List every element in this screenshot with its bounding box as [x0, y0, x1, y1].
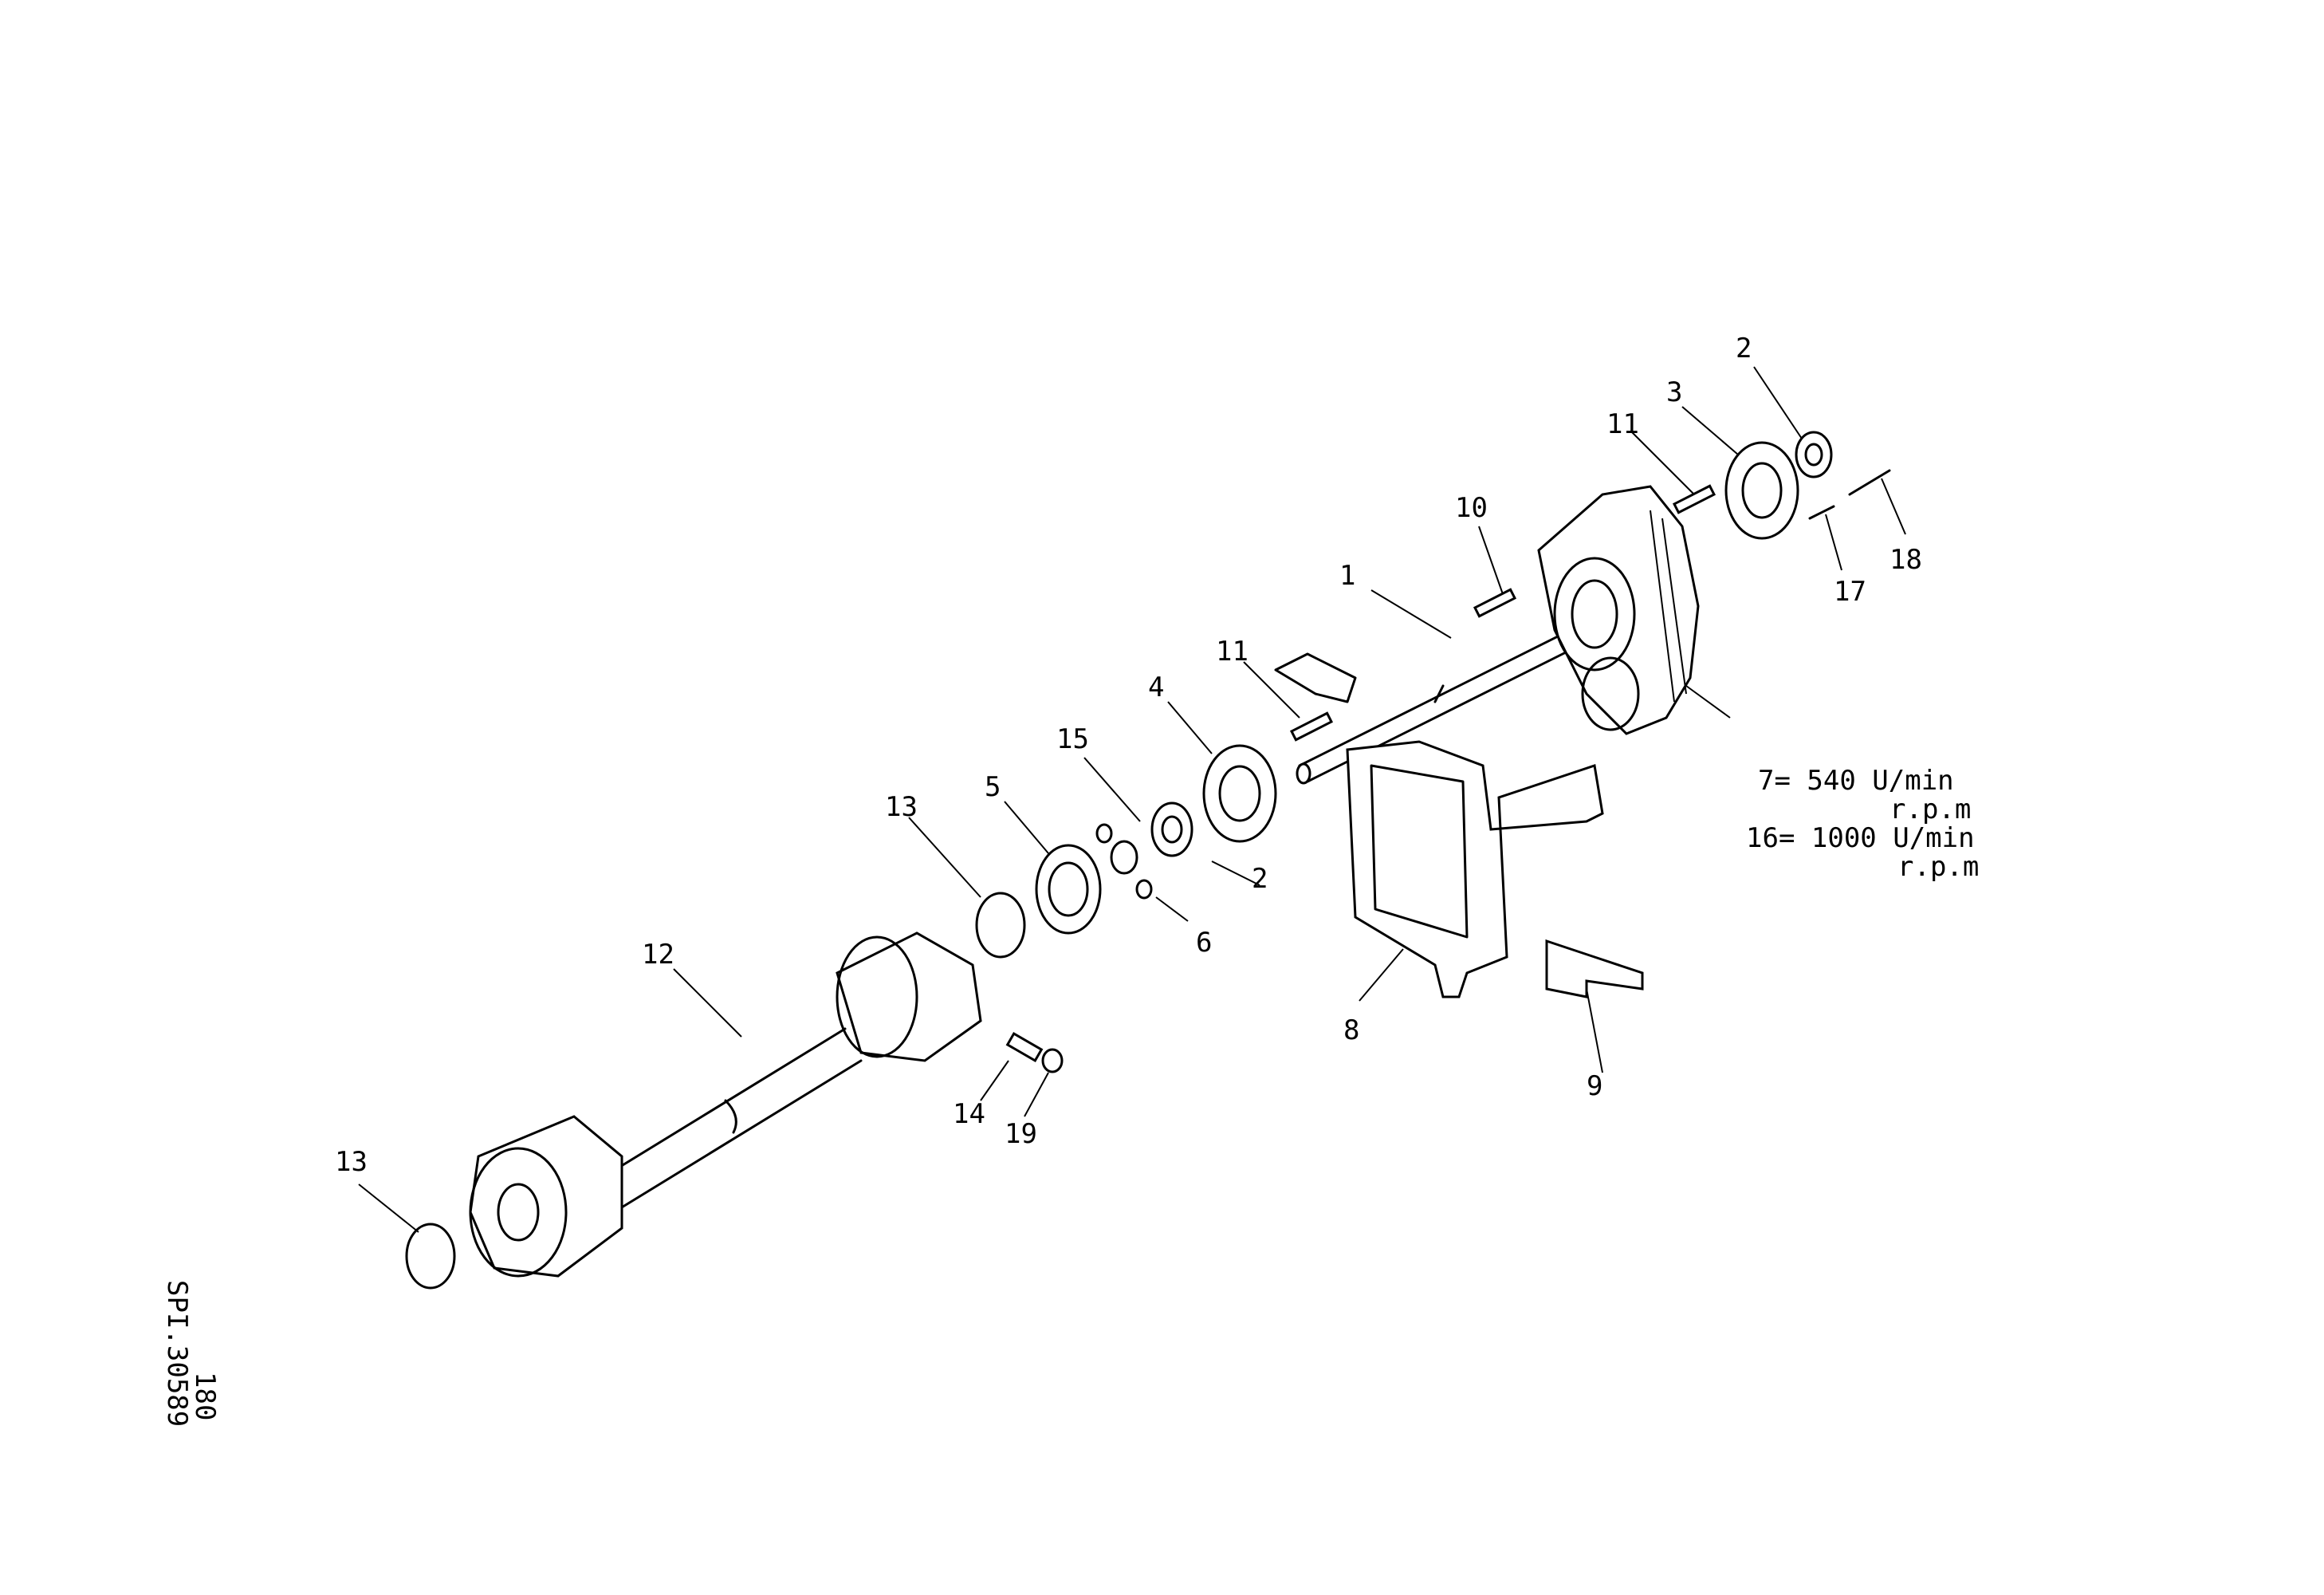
callout-13-upper: 13 — [885, 791, 918, 823]
callout-1: 1 — [1339, 560, 1356, 592]
bracket-9 — [1545, 939, 1644, 998]
flange-5 — [1035, 844, 1102, 935]
callout-3: 3 — [1666, 376, 1683, 408]
callout-19: 19 — [1005, 1118, 1037, 1150]
callout-18: 18 — [1889, 544, 1922, 576]
nut-6-lower — [1135, 879, 1153, 900]
nut-6-upper — [1095, 823, 1113, 844]
bolt-18 — [1848, 469, 1891, 496]
nut-19 — [1041, 1048, 1064, 1073]
clamp-13-lower — [405, 1223, 456, 1290]
callout-9: 9 — [1587, 1070, 1603, 1102]
callout-12: 12 — [642, 939, 674, 971]
leader-lines — [358, 366, 1906, 1233]
clamp-13-upper — [975, 892, 1026, 959]
frame-bracket — [1274, 652, 1604, 998]
legend-line-2: r.p.m — [1889, 794, 1972, 825]
callout-6: 6 — [1196, 927, 1213, 959]
callout-13-lower: 13 — [335, 1146, 368, 1178]
callout-14: 14 — [953, 1098, 985, 1130]
legend-line-3: 16= 1000 U/min — [1746, 822, 1975, 854]
bearing-2-upper — [1795, 431, 1833, 478]
callout-5: 5 — [985, 771, 1001, 803]
key-11-upper — [1672, 484, 1716, 514]
flange-4 — [1202, 744, 1277, 843]
legend-line-1: 7= 540 U/min — [1758, 765, 1954, 797]
callout-17: 17 — [1834, 576, 1866, 608]
sheet-code: SPI.30589 — [161, 1280, 193, 1428]
flange-3 — [1724, 441, 1799, 540]
spacer-15 — [1110, 840, 1138, 875]
callout-11-upper: 11 — [1606, 408, 1639, 440]
callout-2-upper: 2 — [1736, 333, 1752, 364]
pin-17 — [1808, 505, 1835, 520]
key-11-lower — [1289, 711, 1334, 742]
callout-15: 15 — [1056, 723, 1089, 755]
bearing-2-lower — [1150, 801, 1193, 857]
callout-4: 4 — [1148, 671, 1165, 703]
bolt-14 — [1005, 1032, 1044, 1062]
gearbox-housing — [1537, 485, 1700, 735]
sheet-page-number: 180 — [189, 1372, 221, 1421]
callout-11-lower: 11 — [1216, 636, 1249, 668]
pto-shaft — [469, 931, 982, 1278]
callout-8: 8 — [1343, 1014, 1360, 1046]
callout-2-lower: 2 — [1252, 863, 1268, 895]
legend-line-4: r.p.m — [1897, 851, 1980, 883]
key-10 — [1473, 588, 1517, 618]
callout-10: 10 — [1455, 492, 1488, 524]
